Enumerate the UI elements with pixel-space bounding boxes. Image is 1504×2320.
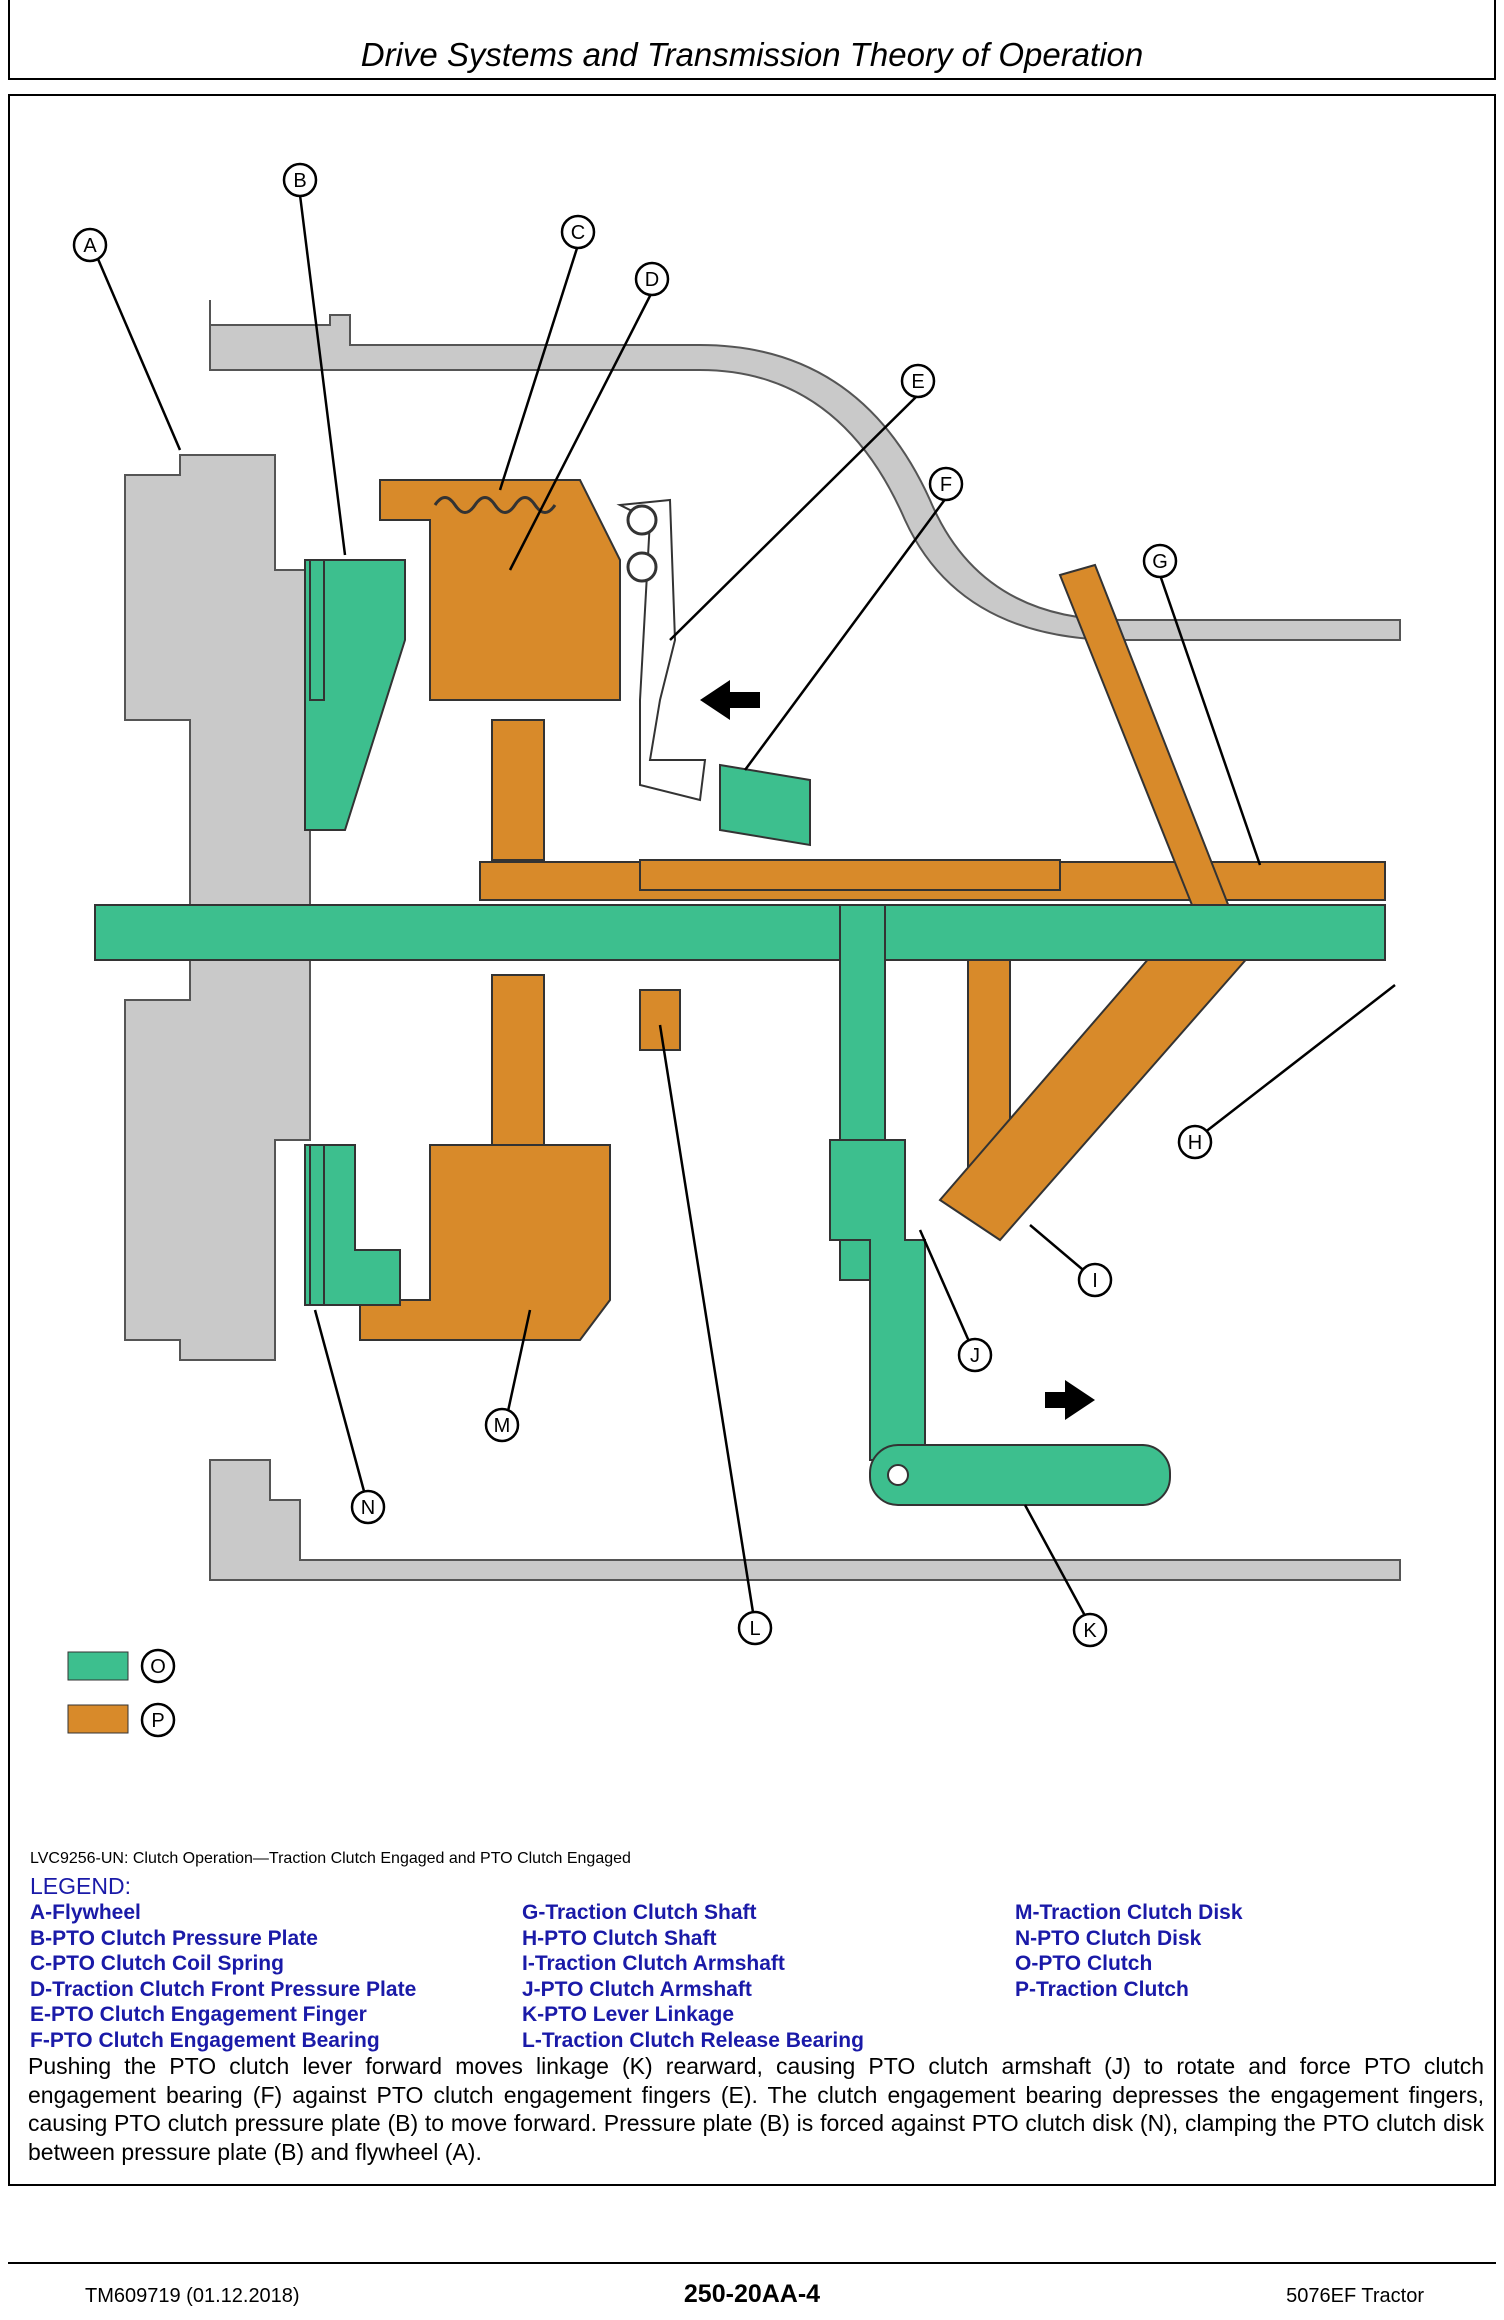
legend-item: K-PTO Lever Linkage: [522, 2003, 735, 2027]
legend-item: J-PTO Clutch Armshaft: [522, 1977, 752, 2001]
svg-text:O: O: [150, 1656, 166, 1678]
pto-coil-spring: [433, 496, 557, 514]
svg-text:D: D: [645, 269, 659, 291]
color-key-label-p: P: [140, 1702, 176, 1738]
footer-model: 5076EF Tractor: [1286, 2285, 1424, 2307]
svg-text:H: H: [1188, 1132, 1202, 1154]
figure-caption: LVC9256-UN: Clutch Operation—Traction Cl…: [30, 1850, 631, 1867]
content-frame: [8, 94, 1496, 2186]
callout-f: F: [928, 466, 964, 502]
bell-housing-upper: [209, 300, 1401, 641]
color-key-swatch-p: [67, 1704, 129, 1734]
svg-text:C: C: [571, 222, 585, 244]
footer-doc-id: TM609719 (01.12.2018): [85, 2285, 300, 2307]
leader-lines: [90, 194, 1396, 1626]
pto-armshaft-body: [829, 1139, 926, 1461]
traction-clutch-cover-lower: [359, 1144, 611, 1341]
callout-h: H: [1177, 1124, 1213, 1160]
finger-pivot-upper: [626, 504, 658, 536]
finger-pivot-lower: [626, 551, 658, 583]
svg-text:K: K: [1083, 1620, 1097, 1642]
pto-engagement-bearing: [719, 763, 811, 847]
direction-arrow-forward: [700, 680, 760, 720]
legend-column-1: A-Flywheel B-PTO Clutch Pressure Plate C…: [30, 1900, 416, 2054]
legend-item: N-PTO Clutch Disk: [1015, 1926, 1202, 1950]
traction-clutch-disk-hub-lower: [491, 974, 545, 1146]
callout-g: G: [1142, 543, 1178, 579]
svg-text:G: G: [1152, 551, 1168, 573]
pto-clutch-disk-upper: [309, 559, 325, 701]
footer-divider: [8, 2262, 1496, 2264]
pto-linkage-pin: [887, 1464, 909, 1486]
svg-text:B: B: [293, 170, 306, 192]
svg-text:J: J: [970, 1345, 980, 1367]
callout-b: B: [282, 162, 318, 198]
callout-l: L: [737, 1610, 773, 1646]
svg-text:F: F: [940, 474, 952, 496]
color-key-label-o: O: [140, 1648, 176, 1684]
callout-m: M: [484, 1407, 520, 1443]
legend-item: D-Traction Clutch Front Pressure Plate: [30, 1977, 417, 2001]
legend-item: I-Traction Clutch Armshaft: [522, 1952, 785, 1976]
svg-text:P: P: [151, 1710, 164, 1732]
callout-d: D: [634, 261, 670, 297]
callout-i: I: [1077, 1262, 1113, 1298]
callout-e: E: [900, 363, 936, 399]
callout-k: K: [1072, 1612, 1108, 1648]
legend-title: LEGEND:: [30, 1873, 131, 1899]
svg-text:M: M: [494, 1415, 511, 1437]
pto-clutch-shaft: [94, 904, 1386, 961]
legend-column-2: G-Traction Clutch Shaft H-PTO Clutch Sha…: [522, 1900, 864, 2054]
legend-column-3: M-Traction Clutch Disk N-PTO Clutch Disk…: [1015, 1900, 1243, 2002]
legend-item: P-Traction Clutch: [1015, 1977, 1189, 2001]
bell-housing-lower: [209, 1459, 1401, 1581]
legend-item: A-Flywheel: [30, 1901, 141, 1924]
legend-item: O-PTO Clutch: [1015, 1952, 1153, 1976]
footer-page-number: 250-20AA-4: [683, 2280, 821, 2308]
svg-text:E: E: [911, 371, 924, 393]
svg-text:L: L: [749, 1618, 760, 1640]
traction-clutch-cover-upper: [379, 479, 621, 701]
callout-j: J: [957, 1337, 993, 1373]
legend-item: G-Traction Clutch Shaft: [522, 1901, 757, 1924]
color-key-swatch-o: [67, 1651, 129, 1681]
page-header: [8, 0, 1496, 80]
direction-arrow-rearward: [1045, 1380, 1095, 1420]
legend-item: F-PTO Clutch Engagement Bearing: [30, 2028, 380, 2052]
pto-clutch-disk-lower: [309, 1144, 325, 1306]
traction-release-bearing: [639, 989, 681, 1051]
pto-lever-linkage: [869, 1444, 1171, 1506]
pto-engagement-finger: [616, 498, 707, 802]
pto-pressure-plate-upper: [304, 559, 406, 831]
pto-pressure-plate-lower: [304, 1144, 401, 1306]
traction-clutch-disk-hub-upper: [491, 719, 545, 861]
callout-a: A: [72, 227, 108, 263]
legend-item: E-PTO Clutch Engagement Finger: [30, 2003, 367, 2027]
clutch-diagram: A B C D E F G H I J K L M N O P: [67, 162, 1401, 1738]
page-title: Drive Systems and Transmission Theory of…: [360, 36, 1144, 73]
traction-release-sleeve: [639, 859, 1061, 891]
svg-text:N: N: [361, 1497, 375, 1519]
callout-c: C: [560, 214, 596, 250]
legend-item: B-PTO Clutch Pressure Plate: [30, 1926, 318, 1950]
legend-item: H-PTO Clutch Shaft: [522, 1926, 717, 1950]
callout-n: N: [350, 1489, 386, 1525]
description-paragraph: Pushing the PTO clutch lever forward mov…: [28, 2053, 1484, 2165]
svg-text:A: A: [83, 235, 97, 257]
legend-item: C-PTO Clutch Coil Spring: [30, 1952, 284, 1976]
svg-text:I: I: [1092, 1270, 1098, 1292]
legend-item: L-Traction Clutch Release Bearing: [522, 2028, 864, 2052]
legend-item: M-Traction Clutch Disk: [1015, 1901, 1243, 1924]
